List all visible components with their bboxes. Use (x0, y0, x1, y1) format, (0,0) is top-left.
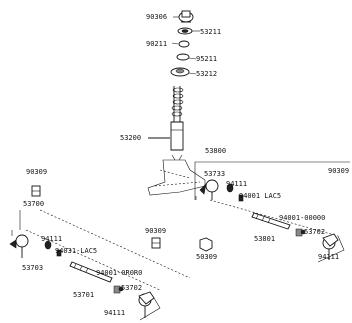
bracket-53800 (194, 161, 350, 170)
label-53800: 53800 (205, 147, 226, 155)
spacer-90211[interactable] (171, 40, 190, 48)
label-94111-left-lower: 94111 (104, 309, 125, 317)
label-94001-00000: 94001-00000 (279, 214, 325, 222)
adjuster-53702-left[interactable] (113, 285, 124, 294)
label-90309-right: 90309 (328, 167, 349, 175)
nut-50309[interactable] (199, 237, 213, 252)
washer-94031-lac5[interactable] (56, 249, 62, 257)
tie-rod-end-right[interactable] (195, 196, 345, 263)
label-53702-left: 53702 (121, 284, 142, 292)
label-53703: 53703 (22, 264, 43, 272)
bushing-95211[interactable] (176, 53, 197, 61)
mount-53212[interactable] (170, 67, 197, 77)
label-94111-left-upper: 94111 (41, 235, 62, 243)
label-53701: 53701 (73, 291, 94, 299)
label-94111-right-lower: 94111 (318, 253, 339, 261)
label-90306: 90306 (146, 13, 167, 21)
tie-rod-end-left[interactable] (138, 291, 161, 321)
label-90309-mid: 90309 (145, 227, 166, 235)
bolt-90309-mid[interactable] (151, 237, 161, 249)
nut-94111-left-upper[interactable] (44, 240, 52, 250)
label-53200: 53200 (120, 134, 141, 142)
bolt-90309-left[interactable] (31, 185, 41, 197)
upper-mount-washer-53211[interactable] (177, 27, 200, 35)
label-53801: 53801 (254, 235, 275, 243)
left-tie-rod-axis (25, 209, 191, 291)
upper-mount-nut[interactable] (173, 10, 194, 23)
tie-rod-end-53703[interactable] (9, 230, 29, 258)
label-53733: 53733 (204, 170, 225, 178)
tie-rod-end-53733[interactable] (199, 179, 219, 200)
label-53211: 53211 (200, 28, 221, 36)
label-53700: 53700 (23, 200, 44, 208)
washer-94001-lac5-right[interactable] (238, 194, 244, 202)
nut-94111-right-upper[interactable] (226, 183, 234, 193)
label-94031-lac5: 94031-LAC5 (55, 247, 97, 255)
label-94111-right-upper: 94111 (226, 180, 247, 188)
label-53212: 53212 (196, 70, 217, 78)
label-94001-lac5-right: 94001 LAC5 (239, 192, 281, 200)
label-50309: 50309 (196, 253, 217, 261)
label-95211: 95211 (196, 55, 217, 63)
label-53702-right: 53702 (304, 228, 325, 236)
label-94001-0r0r0: 94001-0R0R0 (96, 269, 142, 277)
tie-rod-53801[interactable] (251, 212, 291, 230)
adjuster-53702-right[interactable] (295, 228, 306, 237)
strut-assembly-53200[interactable] (147, 86, 206, 196)
label-90211: 90211 (146, 40, 167, 48)
tie-rod-53701[interactable] (69, 261, 113, 283)
label-90309-left: 90309 (26, 168, 47, 176)
